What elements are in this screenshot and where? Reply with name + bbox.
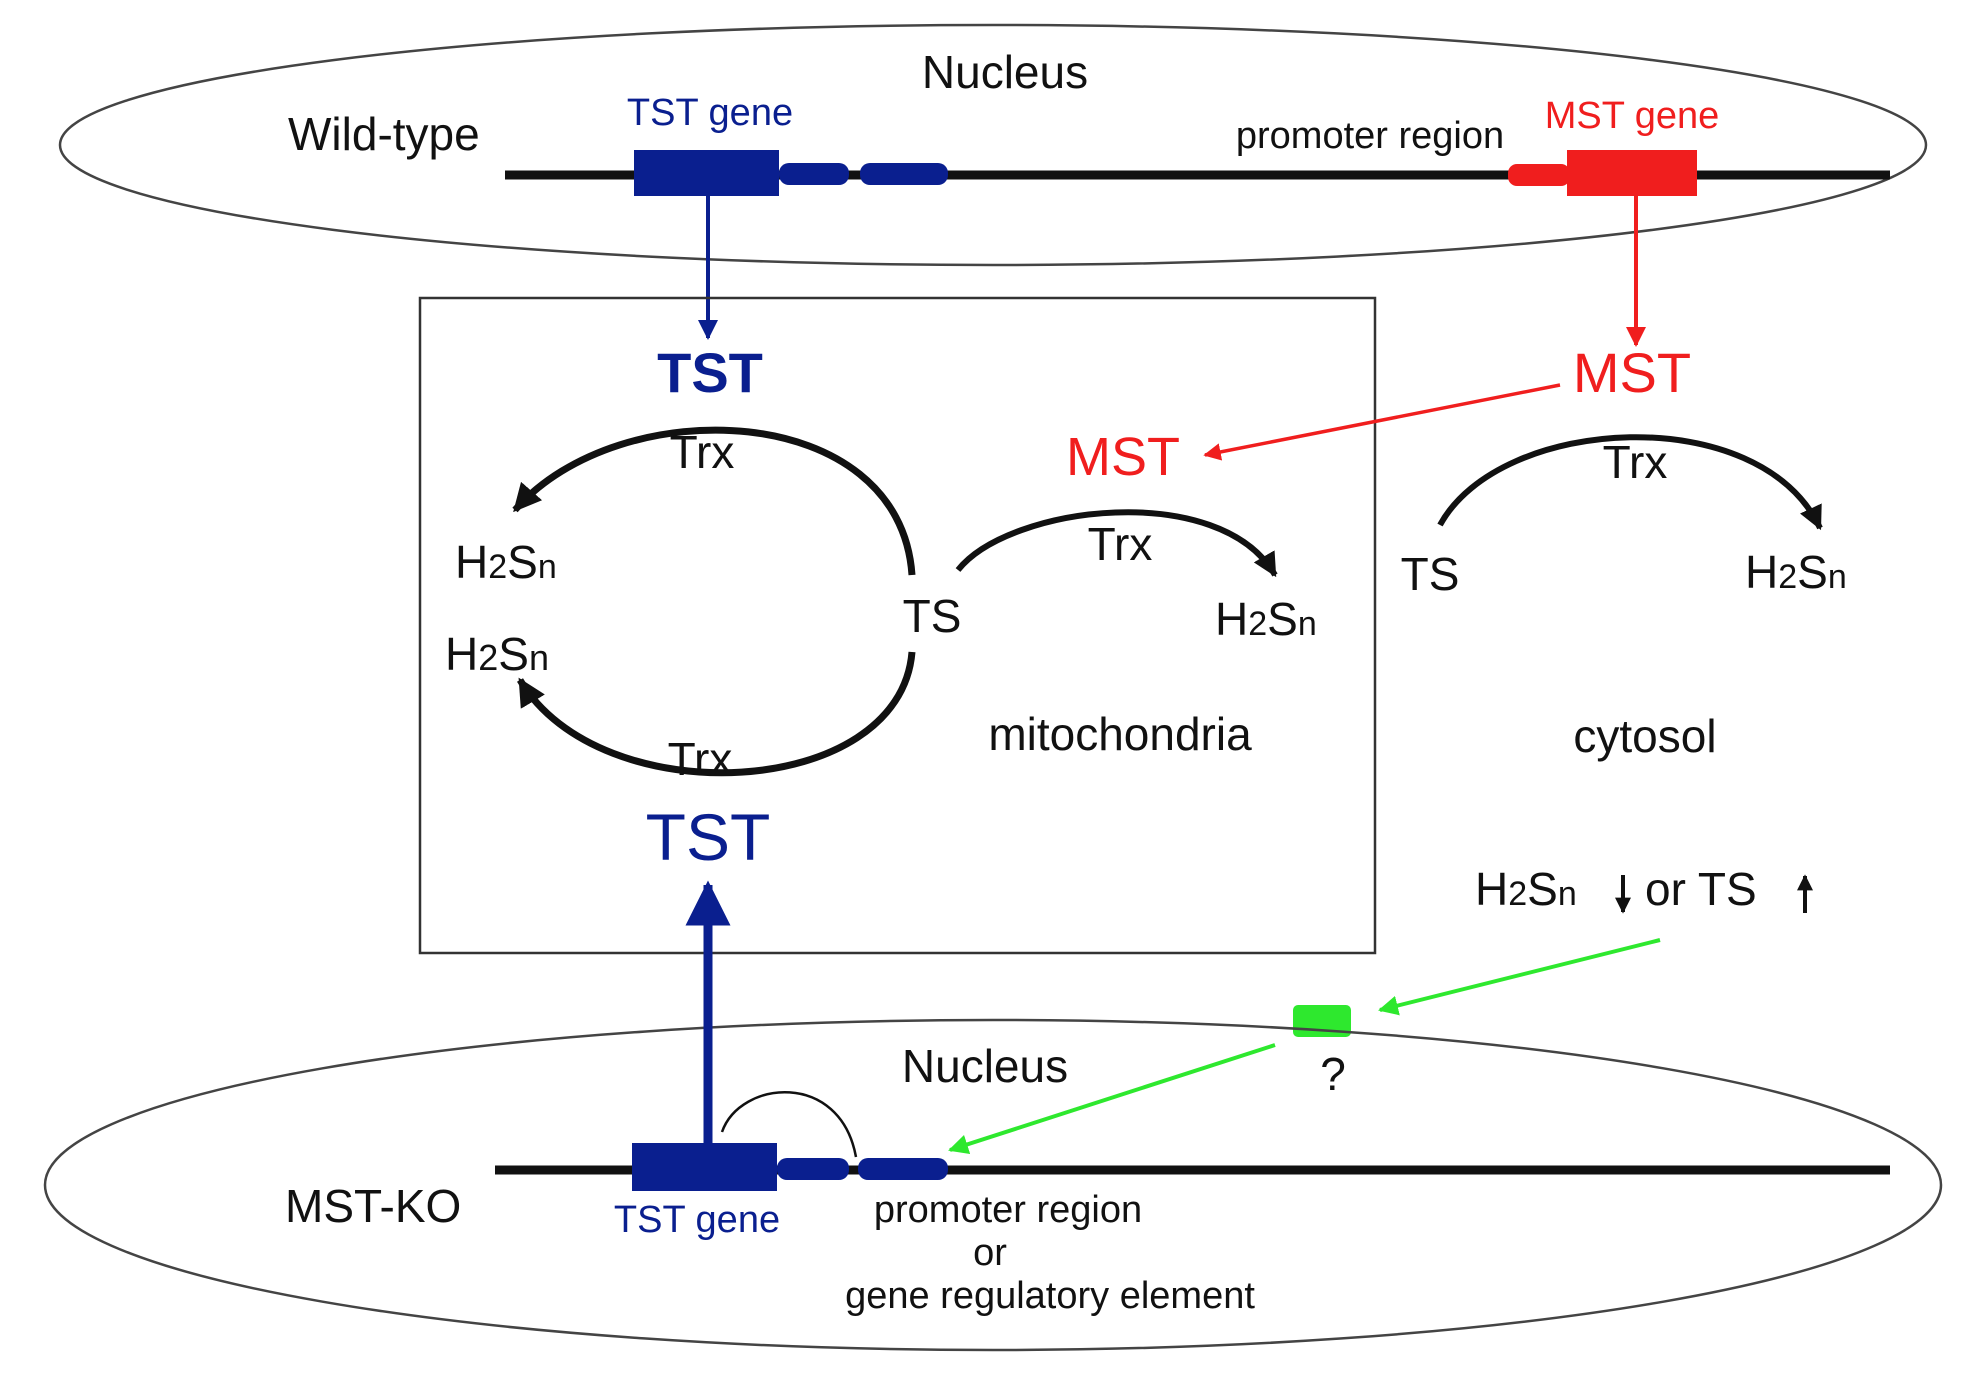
signal-or-ts: or TS	[1645, 863, 1757, 915]
ko-tst-gene-block	[632, 1143, 777, 1191]
mito-mst: MST	[1066, 427, 1180, 487]
tst-gene-exon-2	[860, 163, 948, 185]
mst-gene-block	[1567, 150, 1697, 196]
cytosol-mst: MST	[1573, 341, 1691, 404]
bottom-nucleus-title: Nucleus	[902, 1040, 1068, 1092]
top-tst-gene-label: TST gene	[627, 92, 793, 134]
mito-tst-bottom: TST	[646, 800, 771, 874]
ko-promoter-line3: gene regulatory element	[845, 1275, 1255, 1317]
mitochondria-box	[418, 296, 1377, 955]
cytosol-h2sn: H2Sn	[1745, 546, 1847, 598]
wild-type-label: Wild-type	[288, 108, 480, 160]
mst-ko-label: MST-KO	[285, 1180, 461, 1232]
tst-lower-arc	[516, 651, 916, 777]
sensor-signaling: ?	[948, 938, 1661, 1154]
top-nucleus-title: Nucleus	[922, 46, 1088, 98]
ko-tst-gene-exon	[777, 1158, 849, 1180]
mito-h2sn-lower: H2Sn	[445, 628, 549, 680]
cytosol-label: cytosol	[1573, 710, 1716, 762]
mito-h2sn-upper: H2Sn	[455, 536, 557, 588]
bottom-nucleus-membrane	[43, 1018, 1943, 1352]
mito-tst-top: TST	[657, 341, 763, 404]
mito-trx-mst: Trx	[1088, 518, 1153, 570]
sensor-to-promoter-arrow	[948, 1043, 1276, 1154]
mitochondria-compartment: TST Trx H2Sn H2Sn TS Trx TST MST Trx H2S…	[418, 296, 1377, 955]
mitochondria-label: mitochondria	[988, 708, 1252, 760]
cytosol-mst-arc	[1437, 434, 1823, 531]
cytosol-signal: H2Sn or TS	[1475, 863, 1813, 915]
top-promoter-label: promoter region	[1236, 115, 1504, 157]
mito-h2sn-mst: H2Sn	[1215, 593, 1317, 645]
cytosol-ts: TS	[1401, 548, 1460, 600]
bottom-nucleus: Nucleus MST-KO TST gene promoter region …	[43, 880, 1943, 1352]
mst-gene-label: MST gene	[1545, 95, 1720, 137]
ko-promoter-block	[858, 1158, 948, 1180]
ko-promoter-line2: or	[973, 1232, 1007, 1274]
sensor-question: ?	[1320, 1048, 1346, 1100]
mito-mst-arc	[955, 509, 1278, 578]
cytosol-region: MST Trx TS H2Sn cytosol H2Sn or TS	[1203, 341, 1847, 915]
signal-h2sn: H2Sn	[1475, 863, 1577, 915]
ko-promoter-line1: promoter region	[874, 1189, 1142, 1231]
cytosol-trx: Trx	[1603, 436, 1668, 488]
mst-promoter-block	[1508, 164, 1570, 186]
tst-gene-block	[634, 150, 779, 196]
tst-upper-arc	[512, 426, 916, 576]
mst-import-arrow	[1203, 383, 1561, 461]
top-nucleus-membrane	[58, 23, 1928, 267]
mito-trx-bottom: Trx	[668, 733, 733, 785]
signal-to-sensor-arrow	[1378, 938, 1661, 1016]
mito-ts: TS	[903, 590, 962, 642]
top-nucleus: Nucleus Wild-type TST gene promoter regi…	[58, 23, 1928, 347]
ko-tst-gene-label: TST gene	[614, 1199, 780, 1241]
tst-gene-exon	[779, 163, 849, 185]
regulatory-loop	[720, 1091, 858, 1158]
